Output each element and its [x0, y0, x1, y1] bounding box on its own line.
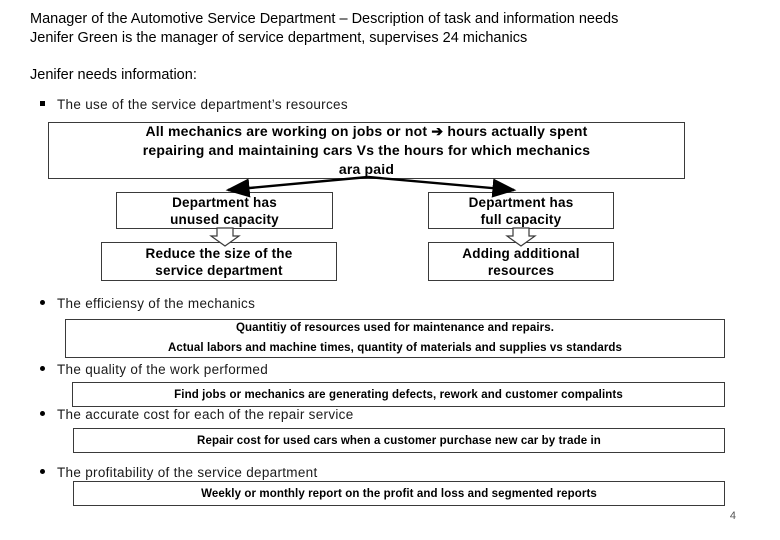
top-box-line-3: ara paid: [338, 161, 395, 177]
efficiency-line-1: Quantitiy of resources used for maintena…: [235, 322, 555, 334]
square-bullet-icon: [40, 101, 45, 106]
bullet-label-resources: The use of the service department’s reso…: [57, 97, 348, 112]
top-box-line-1: All mechanics are working on jobs or not…: [145, 123, 588, 139]
efficiency-info-box: Quantitiy of resources used for maintena…: [65, 319, 725, 358]
right-action-box: Adding additional resources: [428, 242, 614, 281]
page-number: 4: [729, 510, 736, 522]
quality-line: Find jobs or mechanics are generating de…: [174, 388, 623, 401]
cost-line: Repair cost for used cars when a custome…: [197, 434, 601, 447]
left-action-line-1: Reduce the size of the: [145, 245, 293, 261]
bullet-label-profitability: The profitability of the service departm…: [57, 465, 318, 480]
quality-info-box: Find jobs or mechanics are generating de…: [72, 382, 725, 407]
left-condition-line-2: unused capacity: [170, 211, 279, 227]
header-line-1: Manager of the Automotive Service Depart…: [30, 11, 619, 27]
left-condition-line-1: Department has: [172, 194, 277, 210]
bullet-item-cost: The accurate cost for each of the repair…: [40, 407, 354, 422]
bullet-item-profitability: The profitability of the service departm…: [40, 465, 318, 480]
cost-info-box: Repair cost for used cars when a custome…: [73, 428, 725, 453]
top-box-line-2: repairing and maintaining cars Vs the ho…: [142, 142, 591, 158]
round-bullet-icon: [40, 411, 45, 416]
right-condition-line-1: Department has: [468, 194, 574, 210]
top-condition-box: All mechanics are working on jobs or not…: [48, 122, 685, 179]
left-action-box: Reduce the size of the service departmen…: [101, 242, 337, 281]
slide-header: Manager of the Automotive Service Depart…: [30, 10, 750, 48]
right-condition-box: Department has full capacity: [428, 192, 614, 229]
needs-intro-text: Jenifer needs information:: [30, 67, 197, 83]
right-condition-line-2: full capacity: [480, 211, 562, 227]
bullet-label-quality: The quality of the work performed: [57, 362, 268, 377]
header-line-2: Jenifer Green is the manager of service …: [30, 30, 528, 46]
round-bullet-icon: [40, 469, 45, 474]
bullet-label-efficiency: The efficiensy of the mechanics: [57, 296, 256, 311]
round-bullet-icon: [40, 366, 45, 371]
bullet-item-efficiency: The efficiensy of the mechanics: [40, 296, 255, 311]
bullet-item-quality: The quality of the work performed: [40, 362, 268, 377]
left-action-line-2: service department: [155, 262, 283, 278]
round-bullet-icon: [40, 300, 45, 305]
right-action-line-2: resources: [487, 262, 555, 278]
bullet-item-resources: The use of the service department’s reso…: [40, 97, 348, 112]
efficiency-line-2: Actual labors and machine times, quantit…: [167, 342, 623, 354]
profit-line: Weekly or monthly report on the profit a…: [201, 487, 597, 500]
right-action-line-1: Adding additional: [462, 245, 580, 261]
left-condition-box: Department has unused capacity: [116, 192, 333, 229]
bullet-label-cost: The accurate cost for each of the repair…: [57, 407, 354, 422]
profit-info-box: Weekly or monthly report on the profit a…: [73, 481, 725, 506]
